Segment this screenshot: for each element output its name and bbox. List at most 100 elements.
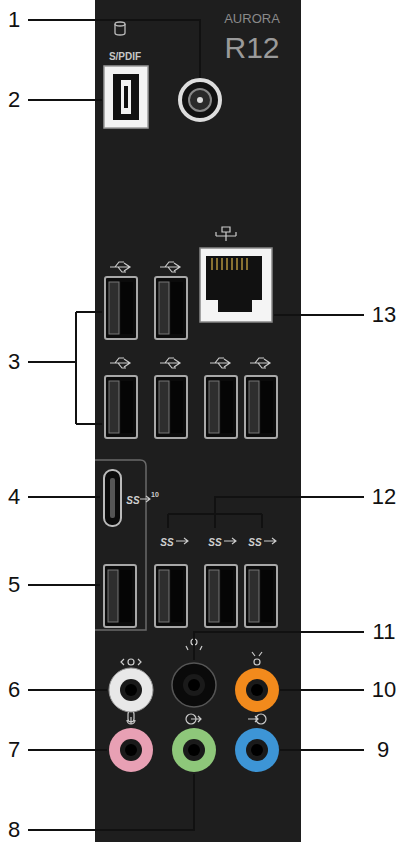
usb-c-port <box>104 470 121 526</box>
brand-text: AURORA <box>224 12 280 25</box>
panel-detail <box>160 262 180 272</box>
panel-detail <box>216 227 236 241</box>
callout-number-box: 8 <box>8 819 20 841</box>
panel-detail <box>115 22 125 26</box>
drive-icon <box>115 22 125 35</box>
panel-body <box>95 0 301 842</box>
callout-number-box: 11 <box>373 621 396 643</box>
panel-detail <box>194 632 364 660</box>
usb2-port <box>105 277 137 339</box>
callout-number-box: 2 <box>8 89 20 111</box>
panel-detail <box>121 80 131 114</box>
panel-detail <box>28 689 107 691</box>
callout-number: 1 <box>8 9 20 31</box>
callout-number: 2 <box>8 89 20 111</box>
panel-detail <box>28 20 200 78</box>
panel-detail <box>248 716 258 722</box>
panel-detail <box>183 739 205 761</box>
callout-number-box: 3 <box>8 351 20 373</box>
callout-number-box: 1 <box>8 9 20 31</box>
panel-detail <box>280 689 364 691</box>
panel-detail <box>109 668 153 712</box>
panel-detail <box>113 74 139 120</box>
superspeed-icons <box>140 496 276 544</box>
panel-detail <box>206 256 262 312</box>
panel-detail <box>28 99 102 101</box>
callout-number: 9 <box>377 739 389 761</box>
panel-detail <box>120 739 142 761</box>
callout-number: 5 <box>8 574 20 596</box>
callout-number-box: 13 <box>372 304 396 326</box>
panel-detail <box>235 668 279 712</box>
brand-text-box: AURORA <box>224 9 280 27</box>
panel-detail <box>235 728 279 772</box>
callout-number-box: 9 <box>377 739 389 761</box>
callout-number: 6 <box>8 679 20 701</box>
panel-detail <box>274 314 364 316</box>
panel-detail <box>28 496 100 498</box>
panel-detail <box>191 716 201 722</box>
panel-detail <box>224 538 236 544</box>
superspeed-mark-box: SS <box>248 532 261 550</box>
superspeed-mark: SS <box>208 538 221 548</box>
callout-number: 10 <box>372 679 396 701</box>
superspeed-mark: SS <box>160 538 173 548</box>
panel-detail <box>109 728 153 772</box>
panel-detail <box>120 679 142 701</box>
callout-number-box: 7 <box>8 739 20 761</box>
superspeed-mark-box: SS <box>160 532 173 550</box>
superspeed-mark: SS <box>248 538 261 548</box>
usb3-port <box>245 565 277 627</box>
callout-number: 12 <box>372 486 396 508</box>
callout-number: 3 <box>8 351 20 373</box>
panel-detail <box>124 86 128 108</box>
callout-number: 4 <box>8 486 20 508</box>
panel-detail <box>140 496 150 502</box>
panel-detail <box>110 262 130 272</box>
panel-detail <box>189 89 211 111</box>
callout-number: 13 <box>372 304 396 326</box>
panel-detail <box>172 663 216 707</box>
callout-number: 7 <box>8 739 20 761</box>
panel-detail <box>183 674 205 696</box>
superspeed-mark-box: SS <box>126 490 139 508</box>
panel-detail <box>264 538 276 544</box>
callout-number: 11 <box>373 621 396 643</box>
model-text: R12 <box>224 33 279 63</box>
callout-number: 8 <box>8 819 20 841</box>
audio-jacks <box>109 663 279 772</box>
panel-detail <box>28 749 107 751</box>
panel-detail <box>280 749 364 751</box>
speed-mark: 10 <box>151 491 159 498</box>
usb3-port <box>155 565 187 627</box>
port-group-outline <box>95 460 146 630</box>
panel-detail <box>197 97 203 103</box>
callout-number-box: 10 <box>372 679 396 701</box>
superspeed-mark: SS <box>126 496 139 506</box>
panel-detail <box>246 679 268 701</box>
panel-detail <box>168 497 364 528</box>
callout-number-box: 5 <box>8 574 20 596</box>
panel-detail <box>110 358 130 368</box>
callout-number-box: 12 <box>372 486 396 508</box>
panel-detail <box>128 659 134 665</box>
spdif-port <box>104 66 148 128</box>
panel-detail <box>127 711 135 724</box>
coaxial-port <box>180 80 220 120</box>
panel-detail <box>110 478 115 518</box>
panel-detail <box>28 774 194 830</box>
usb3-port <box>205 565 237 627</box>
panel-detail <box>121 659 141 665</box>
panel-detail <box>252 652 262 656</box>
speed-mark-box: 10 <box>151 483 159 501</box>
usb2-port <box>105 376 137 438</box>
leader-lines <box>28 20 364 830</box>
panel-detail <box>28 312 102 424</box>
panel-detail <box>172 728 216 772</box>
ethernet-port <box>200 248 272 322</box>
port-label-box: S/PDIF <box>109 46 141 64</box>
panel-detail <box>254 659 260 665</box>
usb2-port <box>205 376 237 438</box>
